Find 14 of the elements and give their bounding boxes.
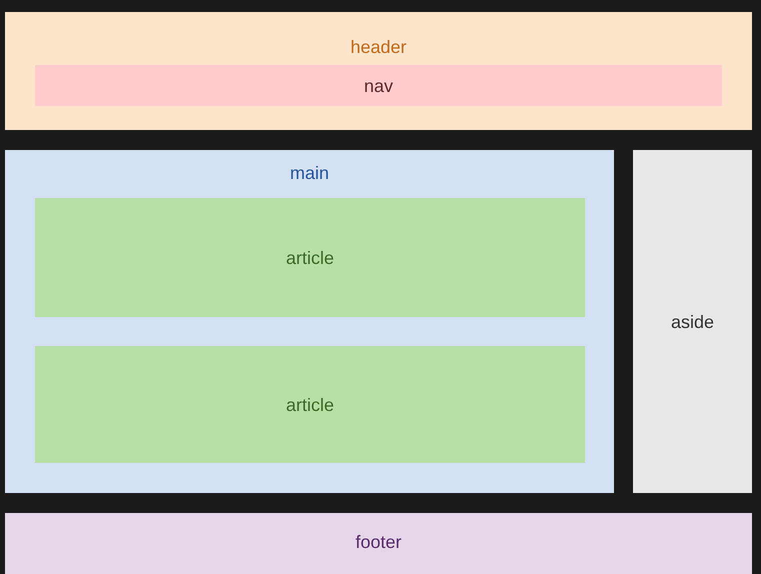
- article-block: [35, 198, 585, 317]
- footer-region: [5, 513, 752, 574]
- aside-panel: [633, 150, 752, 493]
- article-block: [35, 346, 585, 463]
- region-label: article: [286, 246, 334, 268]
- region-label: header: [350, 36, 407, 58]
- nav-bar: [35, 65, 722, 106]
- region-label: nav: [364, 74, 394, 96]
- region-label: article: [286, 394, 334, 416]
- region-label: footer: [355, 531, 402, 553]
- region-label: main: [290, 162, 329, 184]
- header-region: [5, 12, 752, 130]
- region-label: aside: [670, 310, 714, 332]
- main-region: [5, 150, 614, 493]
